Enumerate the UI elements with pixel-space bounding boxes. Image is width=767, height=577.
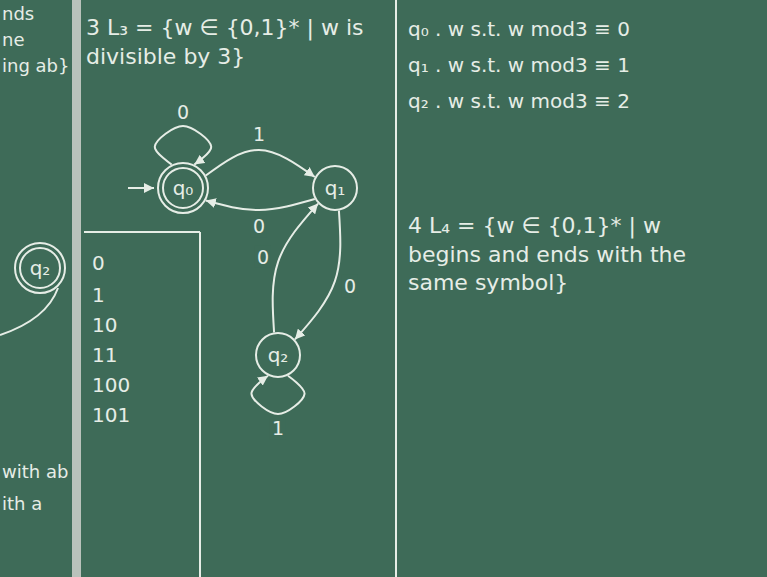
transition-symbol: 0 — [175, 101, 191, 124]
chalk-note: q₀ . w s.t. w mod3 ≡ 0 — [408, 16, 758, 42]
divider-line — [395, 0, 397, 577]
state-name: q₂ — [268, 343, 289, 367]
note-box: 100 — [92, 372, 130, 398]
transition-symbol: 0 — [251, 215, 267, 238]
note-box: nds — [2, 2, 34, 25]
transition-symbol: 1 — [270, 417, 286, 440]
state-ring — [15, 243, 65, 293]
heading: 3 L₃ = {w ∈ {0,1}* | w is divisible by 3… — [86, 14, 382, 71]
accept-state: q₂ — [14, 242, 66, 294]
transition-label-box: 0 — [255, 245, 271, 268]
chalk-note: nds — [2, 2, 34, 25]
transition-arrow — [206, 150, 315, 177]
transition-label-box: 1 — [251, 123, 267, 146]
chalk-note: 1 — [92, 282, 105, 308]
chalk-note: q₂ . w s.t. w mod3 ≡ 2 — [408, 88, 758, 114]
transition-arrow — [295, 211, 340, 340]
chalk-note: 11 — [92, 342, 117, 368]
note-box: 10 — [92, 312, 117, 338]
chalk-note: 100 — [92, 372, 130, 398]
transition-arrow — [206, 199, 315, 210]
chalk-note: 10 — [92, 312, 117, 338]
table-rule — [84, 231, 200, 233]
note-box: q₁ . w s.t. w mod3 ≡ 1 — [408, 52, 758, 78]
transition-arrow — [155, 126, 211, 165]
table-rule — [199, 232, 201, 577]
transition-label-box: 1 — [270, 417, 286, 440]
note-box: 11 — [92, 342, 117, 368]
partial-transition — [0, 288, 58, 335]
chalk-note: 4 L₄ = {w ∈ {0,1}* | w begins and ends w… — [408, 212, 738, 298]
state-ring — [313, 166, 357, 210]
transition-arrow — [273, 204, 318, 333]
start-arrow — [128, 187, 154, 189]
note-box: 4 L₄ = {w ∈ {0,1}* | w begins and ends w… — [408, 212, 738, 298]
note-box: ing ab} — [2, 54, 69, 77]
transition-symbol: 0 — [255, 245, 271, 268]
transition-label-box: 0 — [342, 275, 358, 298]
note-box: ne — [2, 28, 24, 51]
accept-ring — [163, 168, 203, 208]
note-box: with ab — [2, 460, 68, 483]
chalk-note: ne — [2, 28, 24, 51]
chalk-note: q₁ . w s.t. w mod3 ≡ 1 — [408, 52, 758, 78]
chalk-note: 0 — [92, 250, 105, 276]
state-circle: q₁ — [312, 165, 358, 211]
state-name: q₂ — [30, 256, 51, 280]
state-name: q₀ — [173, 176, 194, 200]
accept-state: q₀ — [157, 162, 209, 214]
state-ring — [158, 163, 208, 213]
board-frame — [72, 0, 81, 577]
transition-symbol: 0 — [342, 275, 358, 298]
chalk-note: ith a — [2, 492, 42, 515]
transition-arrow — [251, 376, 304, 414]
state-circle: q₂ — [255, 332, 301, 378]
note-box: 101 — [92, 402, 130, 428]
accept-ring — [20, 248, 60, 288]
chalk-note: 101 — [92, 402, 130, 428]
state-name: q₁ — [325, 176, 346, 200]
note-box: 0 — [92, 250, 105, 276]
state-ring — [256, 333, 300, 377]
transition-label-box: 0 — [175, 101, 191, 124]
transition-label-box: 0 — [251, 215, 267, 238]
note-box: ith a — [2, 492, 42, 515]
note-box: q₀ . w s.t. w mod3 ≡ 0 — [408, 16, 758, 42]
chalk-note: ing ab} — [2, 54, 69, 77]
chalk-note: with ab — [2, 460, 68, 483]
heading-box: 3 L₃ = {w ∈ {0,1}* | w is divisible by 3… — [86, 14, 382, 71]
note-box: 1 — [92, 282, 105, 308]
transition-symbol: 1 — [251, 123, 267, 146]
note-box: q₂ . w s.t. w mod3 ≡ 2 — [408, 88, 758, 114]
